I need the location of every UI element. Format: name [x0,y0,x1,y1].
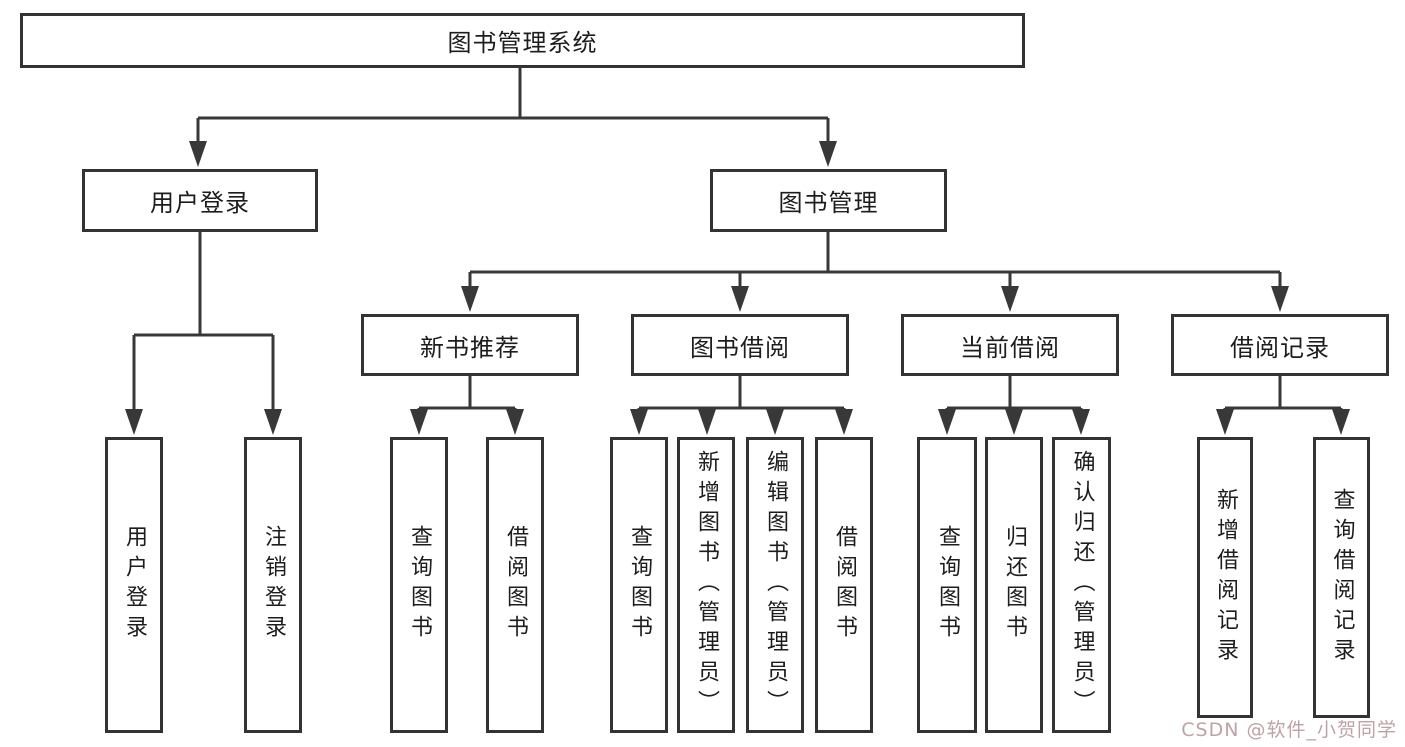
connector-book-borrow [637,376,846,414]
node-leaf-confirm-return-admin-label: 确认归还（管理员） [1069,450,1095,720]
node-leaf-borrow-books-borrow: 借阅图书 [815,437,873,733]
node-leaf-edit-book-admin: 编辑图书（管理员） [746,437,804,733]
node-leaf-borrow-books-recommend: 借阅图书 [486,437,544,733]
node-leaf-borrow-books-recommend-label: 借阅图书 [503,525,528,645]
arrowhead-down-icon [630,409,648,435]
node-new-book-recommendation: 新书推荐 [361,314,579,376]
arrowhead-down-icon [938,409,956,435]
connector-borrow-records [1223,376,1343,414]
node-leaf-query-books-current: 查询图书 [917,437,977,733]
node-leaf-logout: 注销登录 [244,437,302,733]
arrowhead-down-icon [189,141,207,167]
node-leaf-add-book-admin-label: 新增图书（管理员） [694,450,719,720]
arrowhead-down-icon [1001,286,1019,312]
node-leaf-user-login-label: 用户登录 [122,525,147,645]
arrowhead-down-icon [698,409,716,435]
node-leaf-query-books-recommend-label: 查询图书 [407,525,432,645]
node-library-management-system: 图书管理系统 [20,13,1025,68]
node-leaf-edit-book-admin-label: 编辑图书（管理员） [763,450,788,720]
node-leaf-query-books-borrow: 查询图书 [610,437,668,733]
node-leaf-logout-label: 注销登录 [261,525,286,645]
node-leaf-user-login: 用户登录 [105,437,163,733]
node-leaf-query-borrow-record-label: 查询借阅记录 [1329,487,1355,668]
node-user-login: 用户登录 [82,169,318,232]
arrowhead-down-icon [1005,409,1023,435]
connector-current-borrow [945,376,1083,414]
node-library-management-system-label: 图书管理系统 [447,29,598,57]
node-leaf-return-books-label: 归还图书 [1002,525,1027,645]
arrowhead-down-icon [766,409,784,435]
arrowhead-down-icon [1216,409,1234,435]
node-leaf-query-books-current-label: 查询图书 [935,525,960,645]
arrowhead-down-icon [461,286,479,312]
arrowhead-down-icon [125,409,143,435]
node-leaf-add-book-admin: 新增图书（管理员） [677,437,735,733]
node-book-borrowing: 图书借阅 [631,314,849,376]
node-current-borrowing-label: 当前借阅 [960,333,1060,362]
arrowhead-down-icon [1072,409,1090,435]
connector-new-book [417,376,517,414]
node-leaf-query-books-borrow-label: 查询图书 [627,525,652,645]
arrowhead-down-icon [264,409,282,435]
arrowhead-down-icon [1332,409,1350,435]
connector-user-login [132,232,275,412]
watermark: CSDN @软件_小贺同学 [1181,719,1397,741]
node-book-borrowing-label: 图书借阅 [690,333,790,362]
node-leaf-query-borrow-record: 查询借阅记录 [1313,437,1370,718]
arrowhead-down-icon [835,409,853,435]
connector-root [196,65,830,144]
arrowhead-down-icon [506,409,524,435]
node-user-login-label: 用户登录 [150,189,250,217]
node-leaf-add-borrow-record-label: 新增借阅记录 [1213,487,1238,668]
node-leaf-query-books-recommend: 查询图书 [390,437,448,733]
node-leaf-confirm-return-admin: 确认归还（管理员） [1052,437,1111,733]
arrowhead-down-icon [410,409,428,435]
node-current-borrowing: 当前借阅 [901,314,1119,376]
node-new-book-recommendation-label: 新书推荐 [420,333,520,362]
node-book-management: 图书管理 [710,169,947,232]
arrowhead-down-icon [731,286,749,312]
arrowhead-down-icon [819,141,837,167]
node-leaf-borrow-books-borrow-label: 借阅图书 [832,525,857,645]
node-borrowing-records-label: 借阅记录 [1230,333,1330,362]
node-leaf-add-borrow-record: 新增借阅记录 [1197,437,1253,718]
node-borrowing-records: 借阅记录 [1171,314,1389,376]
node-book-management-label: 图书管理 [778,189,879,217]
connector-book-management [468,232,1282,288]
node-leaf-return-books: 归还图书 [985,437,1043,733]
arrowhead-down-icon [1271,286,1289,312]
